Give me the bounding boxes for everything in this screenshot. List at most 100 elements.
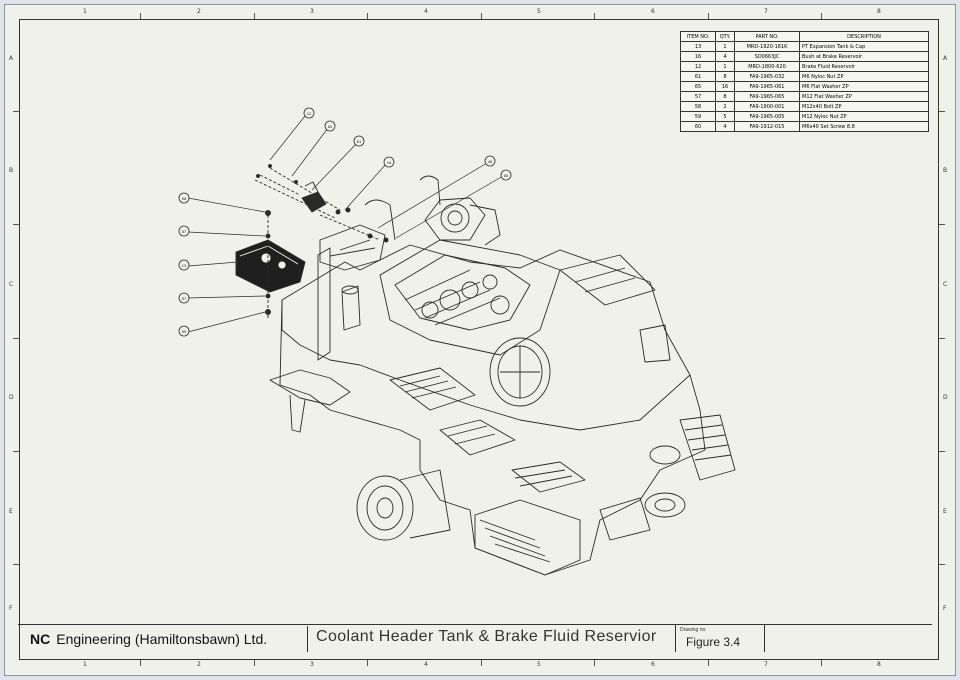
bom-partno: FA9-1912-015 [734, 121, 800, 132]
drawing-number-box: Drawing no. Figure 3.4 [675, 624, 765, 652]
bom-header-description: DESCRIPTION [799, 31, 929, 42]
zone-top-6: 6 [651, 8, 655, 15]
bom-qty: 8 [715, 71, 735, 82]
bom-item: 16 [680, 51, 716, 62]
zone-left-F: F [9, 605, 13, 612]
bom-qty: 5 [715, 111, 735, 122]
balloon-12: 12 [307, 111, 312, 116]
zone-bottom-7: 7 [764, 661, 768, 668]
bom-qty: 4 [715, 51, 735, 62]
zone-left-D: D [9, 394, 14, 401]
bom-description: M12 Flat Washer ZP [799, 91, 929, 102]
drawing-number: Figure 3.4 [686, 635, 741, 649]
zone-bottom-2: 2 [197, 661, 201, 668]
balloon-16: 16 [387, 160, 392, 165]
bom-qty: 4 [715, 121, 735, 132]
zone-right-B: B [943, 167, 948, 174]
bom-description: M12 Nyloc Nut ZP [799, 111, 929, 122]
bom-partno: MRD-1920-161K [734, 41, 800, 52]
bom-description: Brake Fluid Reservoir [799, 61, 929, 72]
balloon-65: 65 [504, 173, 509, 178]
bom-description: M6 Nyloc Nut ZP [799, 71, 929, 82]
wheel-hub [356, 469, 451, 541]
header-tank [235, 239, 306, 293]
bom-description: PT Expansion Tank & Cap [799, 41, 929, 52]
zone-bottom-4: 4 [424, 661, 428, 668]
drawing-number-label: Drawing no. [680, 627, 707, 633]
zone-top-7: 7 [764, 8, 768, 15]
bom-partno: FA9-1965-065 [734, 91, 800, 102]
bom-item: 58 [680, 101, 716, 112]
zone-right-C: C [943, 281, 948, 288]
step-grate-right [639, 324, 736, 481]
bom-item: 60 [680, 121, 716, 132]
bom-item: 57 [680, 91, 716, 102]
step-grate-left [439, 419, 516, 456]
engine-block [319, 175, 561, 356]
balloon-61: 61 [357, 139, 362, 144]
bom-header-partno: PART NO. [734, 31, 800, 42]
bom-item: 61 [680, 71, 716, 82]
bom-qty: 8 [715, 91, 735, 102]
zone-bottom-3: 3 [310, 661, 314, 668]
title-block-divider [18, 624, 932, 625]
zone-left-E: E [9, 508, 13, 515]
bom-description: Bush at Brake Reservoir [799, 51, 929, 62]
zone-top-4: 4 [424, 8, 428, 15]
zone-top-5: 5 [537, 8, 541, 15]
balloon-60: 60 [328, 124, 333, 129]
zone-bottom-1: 1 [83, 661, 87, 668]
balloon-57-lower: 57 [182, 296, 187, 301]
zone-right-D: D [943, 394, 948, 401]
zone-right-F: F [943, 605, 947, 612]
zone-left-B: B [9, 167, 14, 174]
brake-reservoir [301, 181, 327, 213]
zone-left-C: C [9, 281, 14, 288]
balloon-59: 59 [182, 329, 187, 334]
zone-top-3: 3 [310, 8, 314, 15]
zone-top-2: 2 [197, 8, 201, 15]
zone-bottom-6: 6 [651, 661, 655, 668]
bom-description: M6 Flat Washer ZP [799, 81, 929, 92]
zone-right-A: A [943, 55, 948, 62]
bom-qty: 1 [715, 41, 735, 52]
radiator-frame [317, 247, 331, 361]
bom-qty: 16 [715, 81, 735, 92]
bom-item: 65 [680, 81, 716, 92]
bom-header-row: ITEM NO. QTY. PART NO. DESCRIPTION [680, 31, 929, 42]
zone-bottom-5: 5 [537, 661, 541, 668]
zone-left-A: A [9, 55, 14, 62]
company-name-text: Engineering (Hamiltonsbawn) Ltd. [56, 631, 268, 647]
bom-header-item: ITEM NO. [680, 31, 716, 42]
bom-item: 13 [680, 41, 716, 52]
zone-right-E: E [943, 508, 947, 515]
bom-description: M12x40 Bolt ZP [799, 101, 929, 112]
bom-qty: 1 [715, 61, 735, 72]
bom-description: M6x40 Set Screw 8.8 [799, 121, 929, 132]
balloon-13: 13 [182, 263, 187, 268]
bom-partno: FA9-1965-061 [734, 81, 800, 92]
balloon-57-upper: 57 [182, 229, 187, 234]
company-name: NC Engineering (Hamiltonsbawn) Ltd. [18, 626, 308, 652]
step-grate-front [474, 461, 586, 576]
bom-item: 59 [680, 111, 716, 122]
zone-bottom-8: 8 [877, 661, 881, 668]
flywheel [489, 337, 551, 407]
bom-partno: MRD-1800-620 [734, 61, 800, 72]
bom-qty: 2 [715, 101, 735, 112]
balloon-46: 46 [488, 159, 493, 164]
bom-header-qty: QTY. [715, 31, 735, 42]
balloon-58: 58 [182, 196, 187, 201]
bom-item: 12 [680, 61, 716, 72]
